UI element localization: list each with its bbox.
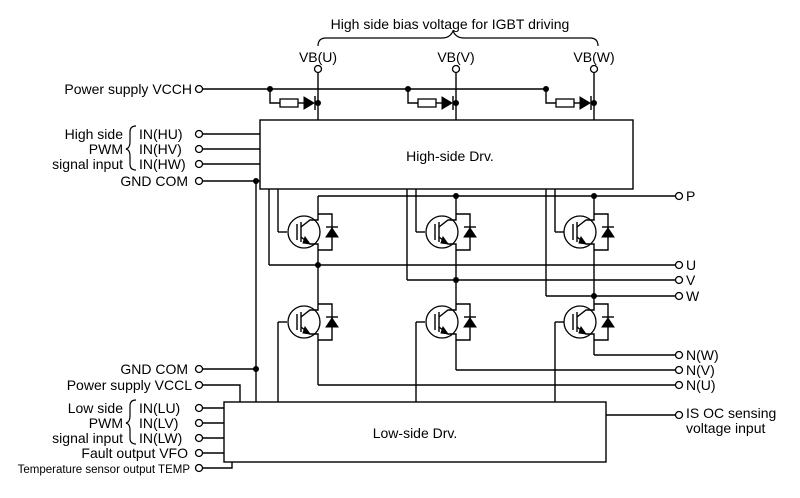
is-oc-label-line2: voltage input (686, 420, 766, 436)
ls-gate-lines (277, 321, 564, 402)
junction-dot (591, 100, 597, 106)
igbt-icon (563, 214, 597, 250)
ls-group-line2: PWM (89, 415, 123, 431)
gnd-com-1-terminal[interactable] (194, 176, 204, 186)
vccl-terminal[interactable] (194, 380, 204, 390)
low-side-driver-block (223, 401, 607, 463)
igbt-legs (287, 196, 615, 345)
w-terminal[interactable] (674, 291, 684, 301)
p-terminal[interactable] (674, 191, 684, 201)
freewheel-diode-icon (456, 303, 477, 341)
nv-terminal[interactable] (674, 365, 684, 375)
w-label: W (686, 288, 700, 304)
v-label: V (686, 272, 696, 288)
diagram-title: High side bias voltage for IGBT driving (331, 16, 570, 32)
in-hv-terminal[interactable] (194, 144, 204, 154)
junction-dot (453, 100, 459, 106)
high-side-driver-label: High-side Drv. (406, 148, 494, 164)
freewheel-diode-icon (594, 213, 615, 251)
diode-icon (579, 96, 591, 110)
in-lv-terminal[interactable] (194, 418, 204, 428)
in-hw-terminal[interactable] (194, 159, 204, 169)
low-side-driver-label: Low-side Drv. (373, 425, 458, 441)
in-hv-label: IN(HV) (139, 141, 182, 157)
junction-dot (315, 100, 321, 106)
in-lw-label: IN(LW) (139, 430, 182, 446)
igbt-icon (425, 304, 459, 340)
vcch-terminal[interactable] (194, 84, 204, 94)
is-oc-terminal[interactable] (674, 410, 684, 420)
nu-label: N(U) (686, 377, 716, 393)
in-lw-terminal[interactable] (194, 433, 204, 443)
vb-v-label: VB(V) (437, 49, 474, 65)
igbt-icon (287, 214, 321, 250)
in-lv-label: IN(LV) (139, 415, 178, 431)
in-hw-label: IN(HW) (139, 156, 186, 172)
vfo-label: Fault output VFO (81, 445, 188, 461)
vfo-terminal[interactable] (194, 448, 204, 458)
igbt-icon (563, 304, 597, 340)
bootstrap-circuit (405, 86, 459, 110)
gnd-com-1-label: GND COM (120, 173, 188, 189)
in-lu-terminal[interactable] (194, 403, 204, 413)
bootstrap-circuit (267, 86, 321, 110)
resistor-icon (279, 98, 299, 108)
hs-group-brace (125, 125, 137, 171)
resistor-icon (555, 98, 575, 108)
vb-u-label: VB(U) (299, 49, 337, 65)
vcch-label: Power supply VCCH (64, 81, 192, 97)
vb-w-terminal[interactable] (589, 64, 599, 74)
igbt-icon (287, 304, 321, 340)
ls-group-line1: Low side (68, 400, 123, 416)
vccl-label: Power supply VCCL (67, 377, 192, 393)
hs-group-line1: High side (65, 126, 124, 142)
high-side-driver-block (259, 119, 634, 190)
gnd-com-2-label: GND COM (120, 361, 188, 377)
vb-u-terminal[interactable] (313, 64, 323, 74)
vb-w-label: VB(W) (573, 49, 614, 65)
temp-terminal[interactable] (194, 463, 204, 473)
v-terminal[interactable] (674, 275, 684, 285)
is-oc-label-line1: IS OC sensing (686, 405, 776, 421)
ls-group-line3: signal input (52, 430, 123, 446)
resistor-icon (417, 98, 437, 108)
bootstrap-circuit (543, 86, 597, 110)
in-hu-terminal[interactable] (194, 129, 204, 139)
in-hu-label: IN(HU) (139, 126, 183, 142)
bootstrap-circuits (267, 86, 597, 110)
hs-group-line2: PWM (89, 141, 123, 157)
nv-label: N(V) (686, 362, 715, 378)
hs-group-line3: signal input (52, 156, 123, 172)
title-brace (317, 29, 599, 47)
u-label: U (686, 257, 696, 273)
u-terminal[interactable] (674, 260, 684, 270)
diode-icon (303, 96, 315, 110)
nu-terminal[interactable] (674, 380, 684, 390)
nw-terminal[interactable] (674, 350, 684, 360)
gnd-com-2-terminal[interactable] (194, 364, 204, 374)
ls-group-brace (125, 399, 137, 445)
freewheel-diode-icon (456, 213, 477, 251)
nw-label: N(W) (686, 347, 719, 363)
p-label: P (686, 188, 695, 204)
igbt-icon (425, 214, 459, 250)
freewheel-diode-icon (594, 303, 615, 341)
vb-lines (317, 72, 595, 120)
freewheel-diode-icon (318, 303, 339, 341)
freewheel-diode-icon (318, 213, 339, 251)
phase-output-lines (269, 264, 675, 297)
diode-icon (441, 96, 453, 110)
vb-v-terminal[interactable] (451, 64, 461, 74)
n-lines (317, 345, 675, 386)
temp-label: Temperature sensor output TEMP (18, 464, 191, 476)
in-lu-label: IN(LU) (139, 400, 180, 416)
